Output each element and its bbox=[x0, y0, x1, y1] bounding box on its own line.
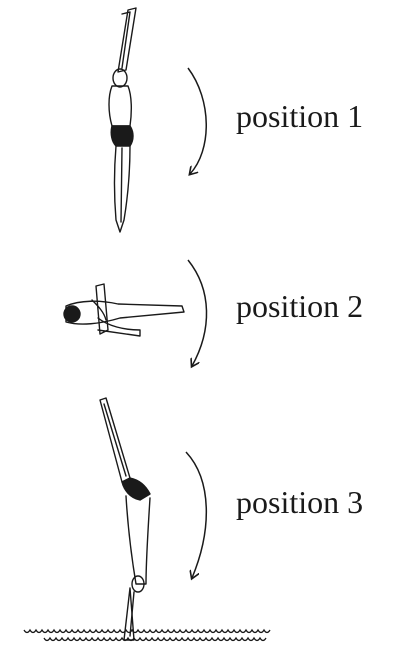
rotation-arrow-2 bbox=[188, 260, 207, 366]
diver-position-1 bbox=[109, 8, 136, 232]
rotation-arrow-1 bbox=[188, 68, 206, 174]
position-3-label: position 3 bbox=[236, 486, 363, 518]
diver-position-2 bbox=[64, 284, 184, 336]
diver-position-3 bbox=[100, 398, 150, 640]
rotation-arrow-3 bbox=[186, 452, 206, 578]
crop-edge bbox=[377, 0, 396, 652]
position-1-label: position 1 bbox=[236, 100, 363, 132]
water-surface bbox=[24, 630, 270, 641]
position-2-label: position 2 bbox=[236, 290, 363, 322]
